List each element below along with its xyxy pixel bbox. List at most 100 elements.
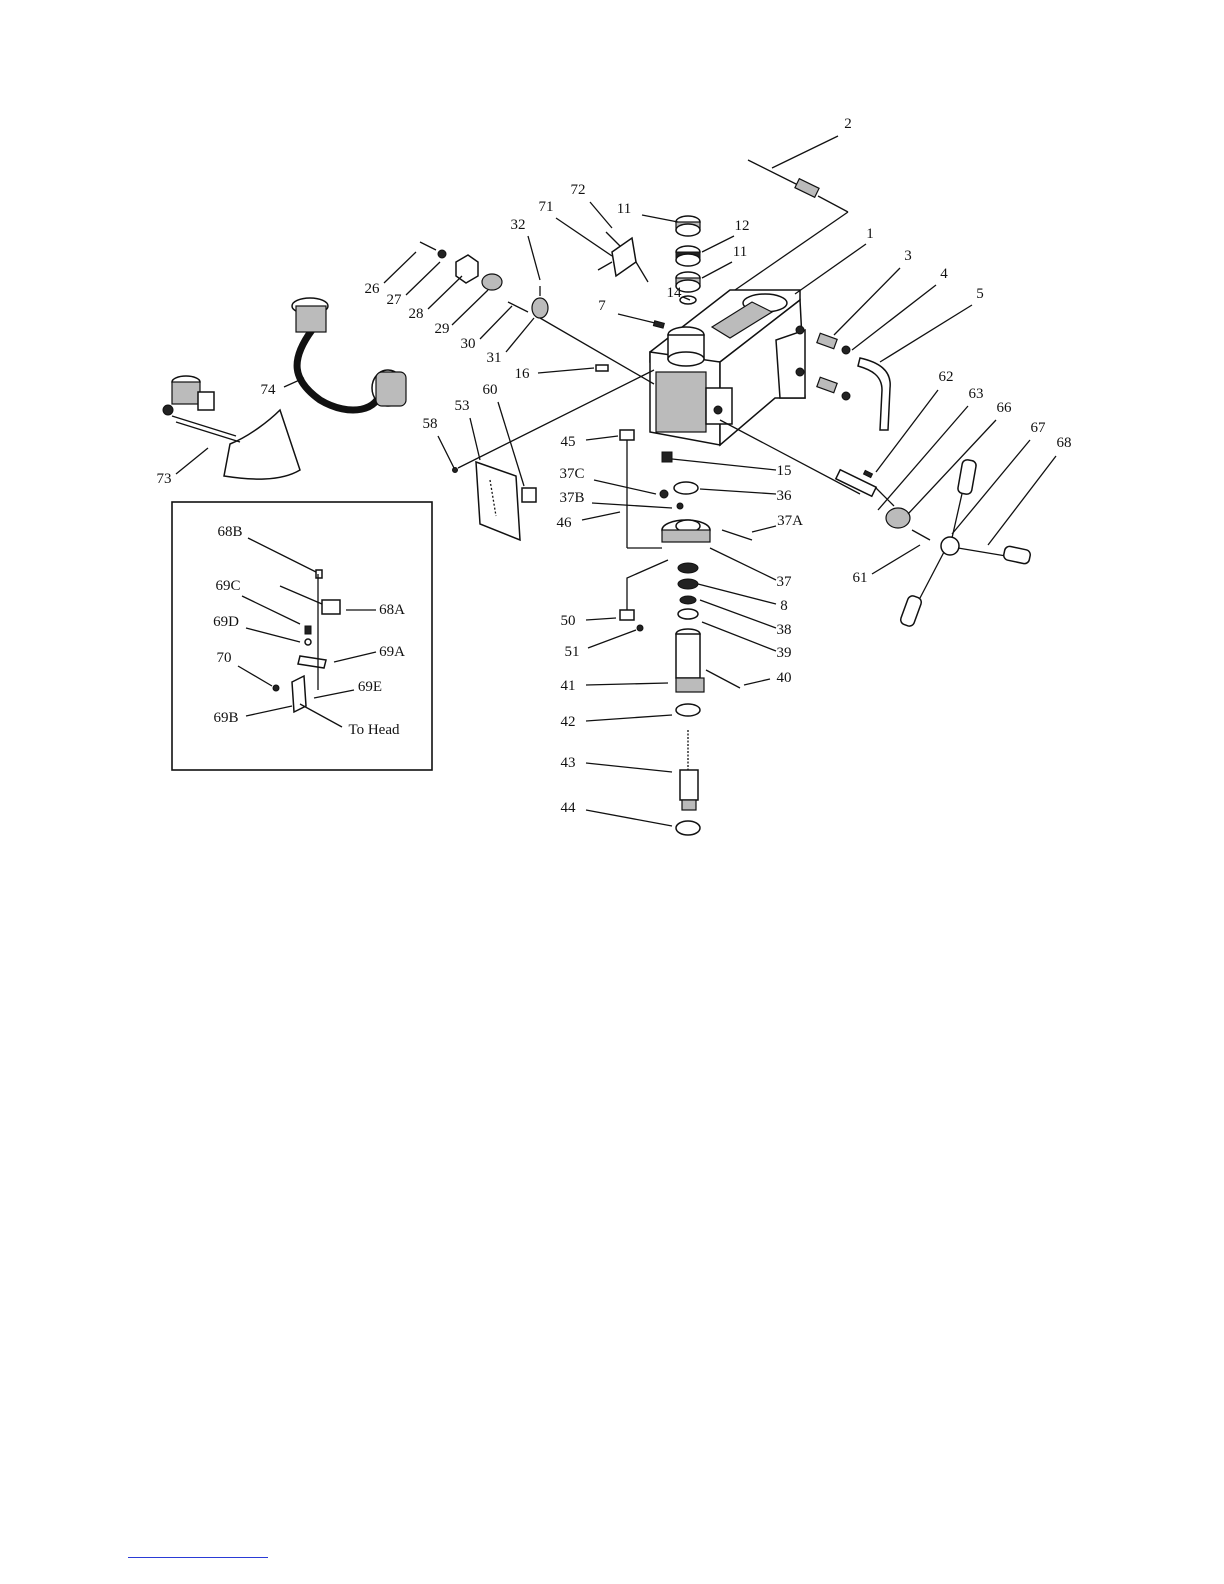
- inset-callout-i68b: 68B: [217, 524, 316, 572]
- leader-line: [406, 262, 440, 295]
- leader-line: [246, 706, 292, 716]
- inset-callout-i70: 70: [217, 650, 273, 686]
- leader-line: [480, 306, 512, 339]
- callout-label: 67: [1031, 420, 1047, 436]
- leader-line: [334, 652, 376, 662]
- callout-label: 63: [969, 386, 984, 402]
- callout-label: 68A: [379, 602, 405, 618]
- inset-callout-i69a: 69A: [334, 644, 405, 662]
- leader-line: [470, 418, 480, 460]
- callout-label: 8: [780, 598, 788, 614]
- callout-label: 32: [511, 217, 526, 233]
- inset-parts: [273, 570, 340, 712]
- leader-line: [710, 548, 776, 580]
- inset-callout-i69e: 69E: [314, 679, 382, 698]
- leader-line: [702, 622, 776, 651]
- callout-label: 39: [777, 645, 792, 661]
- callout-c74: 74: [261, 378, 305, 398]
- callout-c53: 53: [455, 398, 481, 460]
- callout-label: 16: [515, 366, 531, 382]
- callout-c42: 42: [561, 714, 673, 730]
- leader-line: [538, 368, 594, 373]
- leader-line: [586, 810, 672, 826]
- callout-label: 62: [939, 369, 954, 385]
- leader-line: [300, 704, 342, 727]
- leader-line: [248, 538, 316, 572]
- callout-c8: 8: [698, 584, 788, 614]
- leader-line: [556, 218, 612, 256]
- callout-label: 26: [365, 281, 381, 297]
- callout-label: 73: [157, 471, 172, 487]
- callout-label: 7: [598, 298, 606, 314]
- callout-label: 37A: [777, 513, 803, 529]
- callout-label: 69C: [215, 578, 240, 594]
- leader-line: [314, 690, 354, 698]
- leader-line: [772, 136, 838, 168]
- callout-c51: 51: [565, 630, 637, 660]
- callout-label: 3: [904, 248, 912, 264]
- leader-line: [702, 262, 732, 278]
- leader-line: [834, 268, 900, 335]
- callout-label: 11: [617, 201, 631, 217]
- callout-label: 1: [866, 226, 874, 242]
- callout-label: 28: [409, 306, 424, 322]
- callout-label: 46: [557, 515, 573, 531]
- leader-line: [592, 503, 672, 508]
- leader-line: [586, 436, 618, 440]
- callout-c28: 28: [409, 276, 463, 322]
- callout-label: 41: [561, 678, 576, 694]
- callout-c11a: 11: [617, 201, 678, 222]
- callout-label: 61: [853, 570, 868, 586]
- callout-label: 50: [561, 613, 576, 629]
- leader-line: [744, 679, 770, 685]
- leader-line: [852, 285, 936, 350]
- leader-line: [594, 480, 656, 494]
- leader-line: [242, 596, 300, 624]
- handle-lever: [817, 333, 890, 430]
- leader-line: [752, 526, 776, 532]
- callout-c36: 36: [700, 488, 792, 504]
- callout-label: 4: [940, 266, 948, 282]
- leader-line: [582, 512, 620, 520]
- switch-guard: [163, 376, 300, 479]
- leader-line: [506, 318, 534, 352]
- callout-c68: 68: [988, 435, 1072, 545]
- leader-line: [700, 600, 776, 628]
- callout-label: 29: [435, 321, 450, 337]
- callout-c41: 41: [561, 678, 669, 694]
- inset-callout-i69b: 69B: [213, 706, 292, 726]
- callout-c50: 50: [561, 613, 617, 629]
- callout-c15: 15: [672, 459, 792, 479]
- callout-c46: 46: [557, 512, 621, 531]
- inset-callout-ihead: To Head: [300, 704, 400, 738]
- callout-label: 44: [561, 800, 577, 816]
- callout-label: 69D: [213, 614, 239, 630]
- leader-line: [872, 545, 920, 574]
- callout-label: 31: [487, 350, 502, 366]
- callout-label: 37C: [559, 466, 584, 482]
- handwheel: [720, 420, 1031, 627]
- callout-label: 69B: [213, 710, 238, 726]
- callout-label: 37: [777, 574, 793, 590]
- leader-line: [698, 584, 776, 604]
- callout-label: 60: [483, 382, 498, 398]
- callout-label: 15: [777, 463, 792, 479]
- leader-line: [702, 236, 734, 252]
- callout-c43: 43: [561, 755, 673, 772]
- footer-rule: [128, 1557, 268, 1558]
- leader-line: [880, 305, 972, 362]
- callout-c73: 73: [157, 448, 209, 487]
- callout-label: 72: [571, 182, 586, 198]
- callout-c38: 38: [700, 600, 792, 638]
- pin-16: [596, 365, 608, 371]
- leader-line: [586, 715, 672, 721]
- cover-plate: [598, 232, 648, 282]
- leader-line: [642, 215, 678, 222]
- callout-label: 45: [561, 434, 576, 450]
- leader-line: [590, 202, 612, 228]
- callout-label: 37B: [559, 490, 584, 506]
- motor-cable: [292, 298, 406, 410]
- callout-label: 42: [561, 714, 576, 730]
- callout-c37a: 37A: [752, 513, 803, 532]
- callout-c58: 58: [423, 416, 455, 468]
